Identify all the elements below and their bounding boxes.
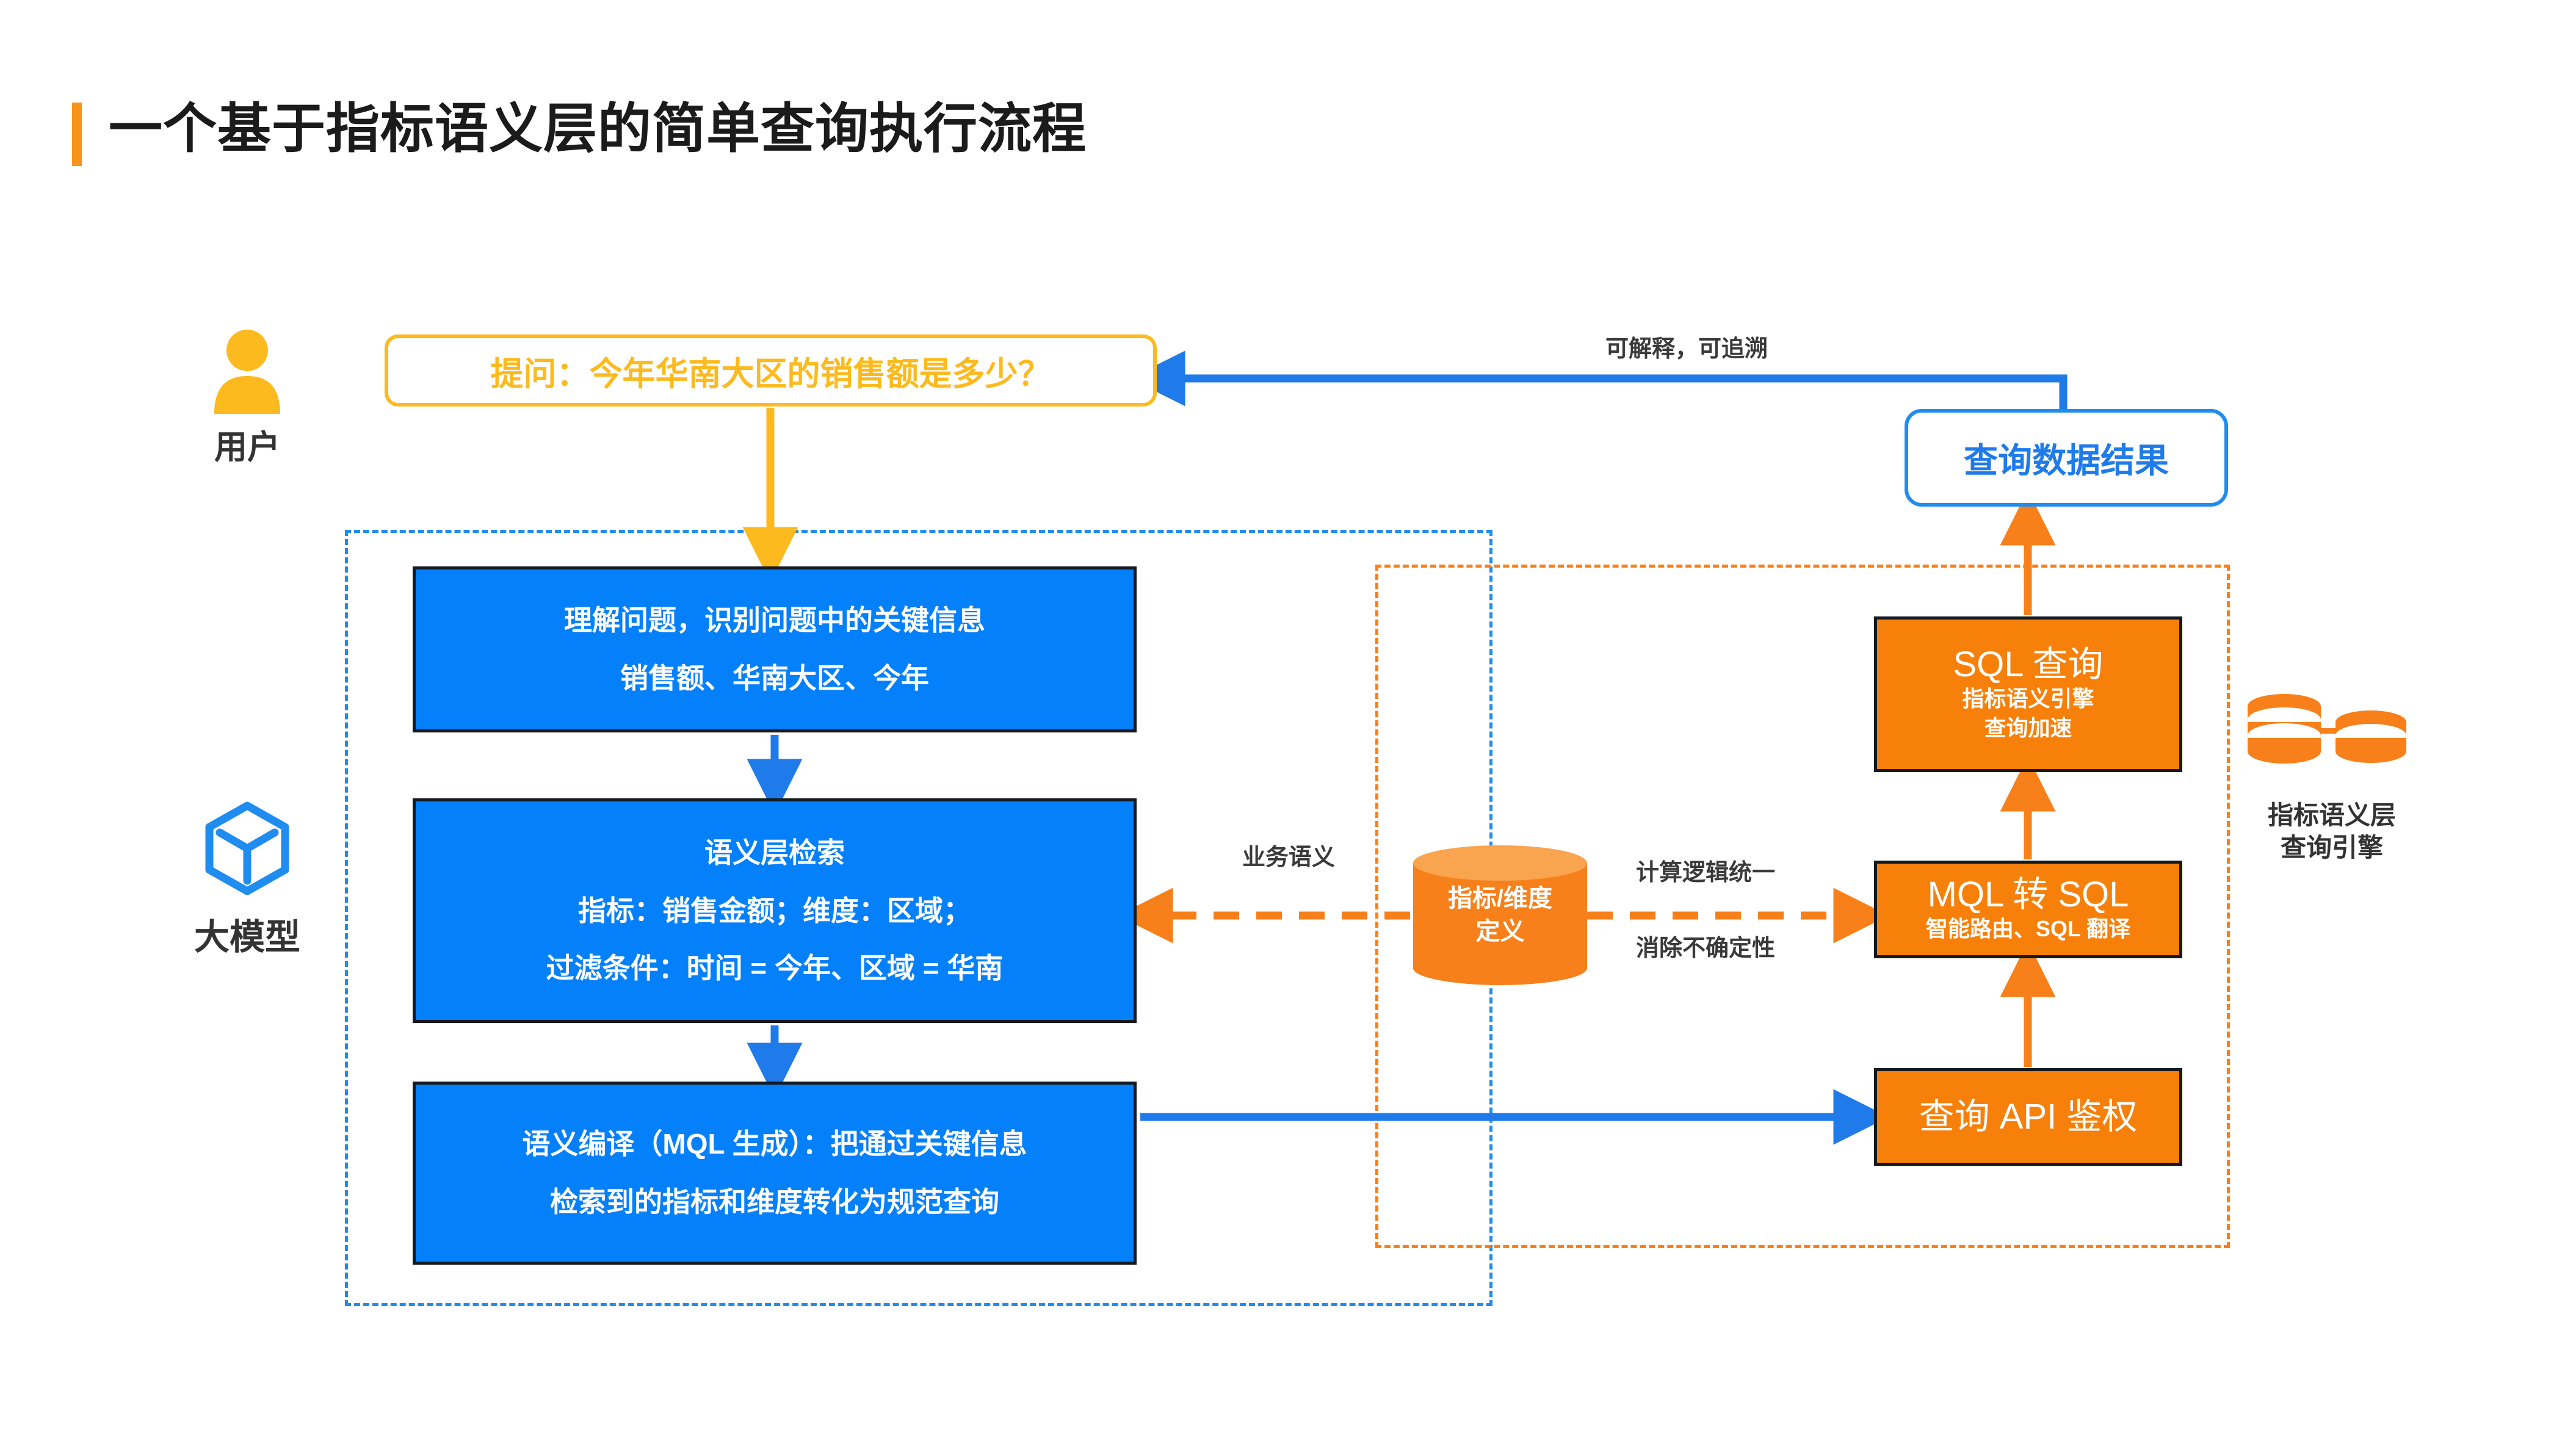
step-line: 理解问题，识别问题中的关键信息 (564, 604, 985, 637)
engine-label-line2: 查询引擎 (2280, 833, 2383, 862)
step-line: 语义层检索 (704, 836, 845, 869)
step-title: MQL 转 SQL (1927, 874, 2129, 914)
step-mql-to-sql[interactable]: MQL 转 SQL 智能路由、SQL 翻译 (1874, 861, 2182, 958)
cylinder-bottom (1413, 951, 1587, 985)
step-subline: 智能路由、SQL 翻译 (1925, 916, 2131, 941)
edge-label-unified-logic: 计算逻辑统一 (1636, 860, 1776, 886)
edge-label-business-semantics: 业务语义 (1242, 845, 1336, 870)
edge-label-traceable: 可解释，可追溯 (1605, 336, 1768, 362)
step-title: 查询 API 鉴权 (1919, 1097, 2138, 1137)
engine-group-container (1375, 565, 2230, 1248)
question-bubble[interactable]: 提问：今年华南大区的销售额是多少？ (385, 334, 1157, 407)
step-sql-query[interactable]: SQL 查询 指标语义引擎 查询加速 (1874, 616, 2182, 772)
step-query-api-auth[interactable]: 查询 API 鉴权 (1874, 1068, 2182, 1166)
edge-result-to-question (1129, 350, 2068, 409)
step-understand-question[interactable]: 理解问题，识别问题中的关键信息 销售额、华南大区、今年 (413, 566, 1137, 732)
edge-label-remove-uncertainty: 消除不确定性 (1636, 936, 1776, 961)
metric-dimension-store[interactable]: 指标/维度 定义 (1413, 845, 1587, 986)
cylinder-label: 指标/维度 定义 (1413, 882, 1587, 948)
cylinder-label-line1: 指标/维度 (1447, 885, 1553, 912)
step-line: 检索到的指标和维度转化为规范查询 (550, 1186, 999, 1218)
user-icon (214, 330, 280, 414)
engine-label: 指标语义层 查询引擎 (2201, 800, 2463, 864)
step-line: 销售额、华南大区、今年 (620, 662, 929, 694)
step-line: 过滤条件：时间 = 今年、区域 = 华南 (546, 952, 1004, 985)
step-title: SQL 查询 (1953, 645, 2104, 684)
step-line: 指标：销售金额；维度：区域； (578, 894, 971, 927)
result-bubble[interactable]: 查询数据结果 (1905, 409, 2228, 507)
step-semantic-retrieval[interactable]: 语义层检索 指标：销售金额；维度：区域； 过滤条件：时间 = 今年、区域 = 华… (413, 798, 1137, 1023)
title-accent-bar (72, 103, 82, 166)
page-title: 一个基于指标语义层的简单查询执行流程 (109, 98, 1087, 159)
user-label: 用户 (214, 429, 280, 466)
step-semantic-compile[interactable]: 语义编译（MQL 生成）：把通过关键信息 检索到的指标和维度转化为规范查询 (413, 1082, 1137, 1265)
database-icon (2248, 694, 2406, 764)
engine-label-line1: 指标语义层 (2267, 801, 2396, 829)
step-subline: 查询加速 (1984, 715, 2072, 741)
cylinder-top (1413, 845, 1587, 881)
step-subline: 指标语义引擎 (1962, 685, 2094, 711)
llm-label: 大模型 (194, 917, 300, 957)
step-line: 语义编译（MQL 生成）：把通过关键信息 (522, 1128, 1027, 1160)
cylinder-label-line2: 定义 (1475, 918, 1525, 945)
cube-icon (205, 801, 289, 895)
